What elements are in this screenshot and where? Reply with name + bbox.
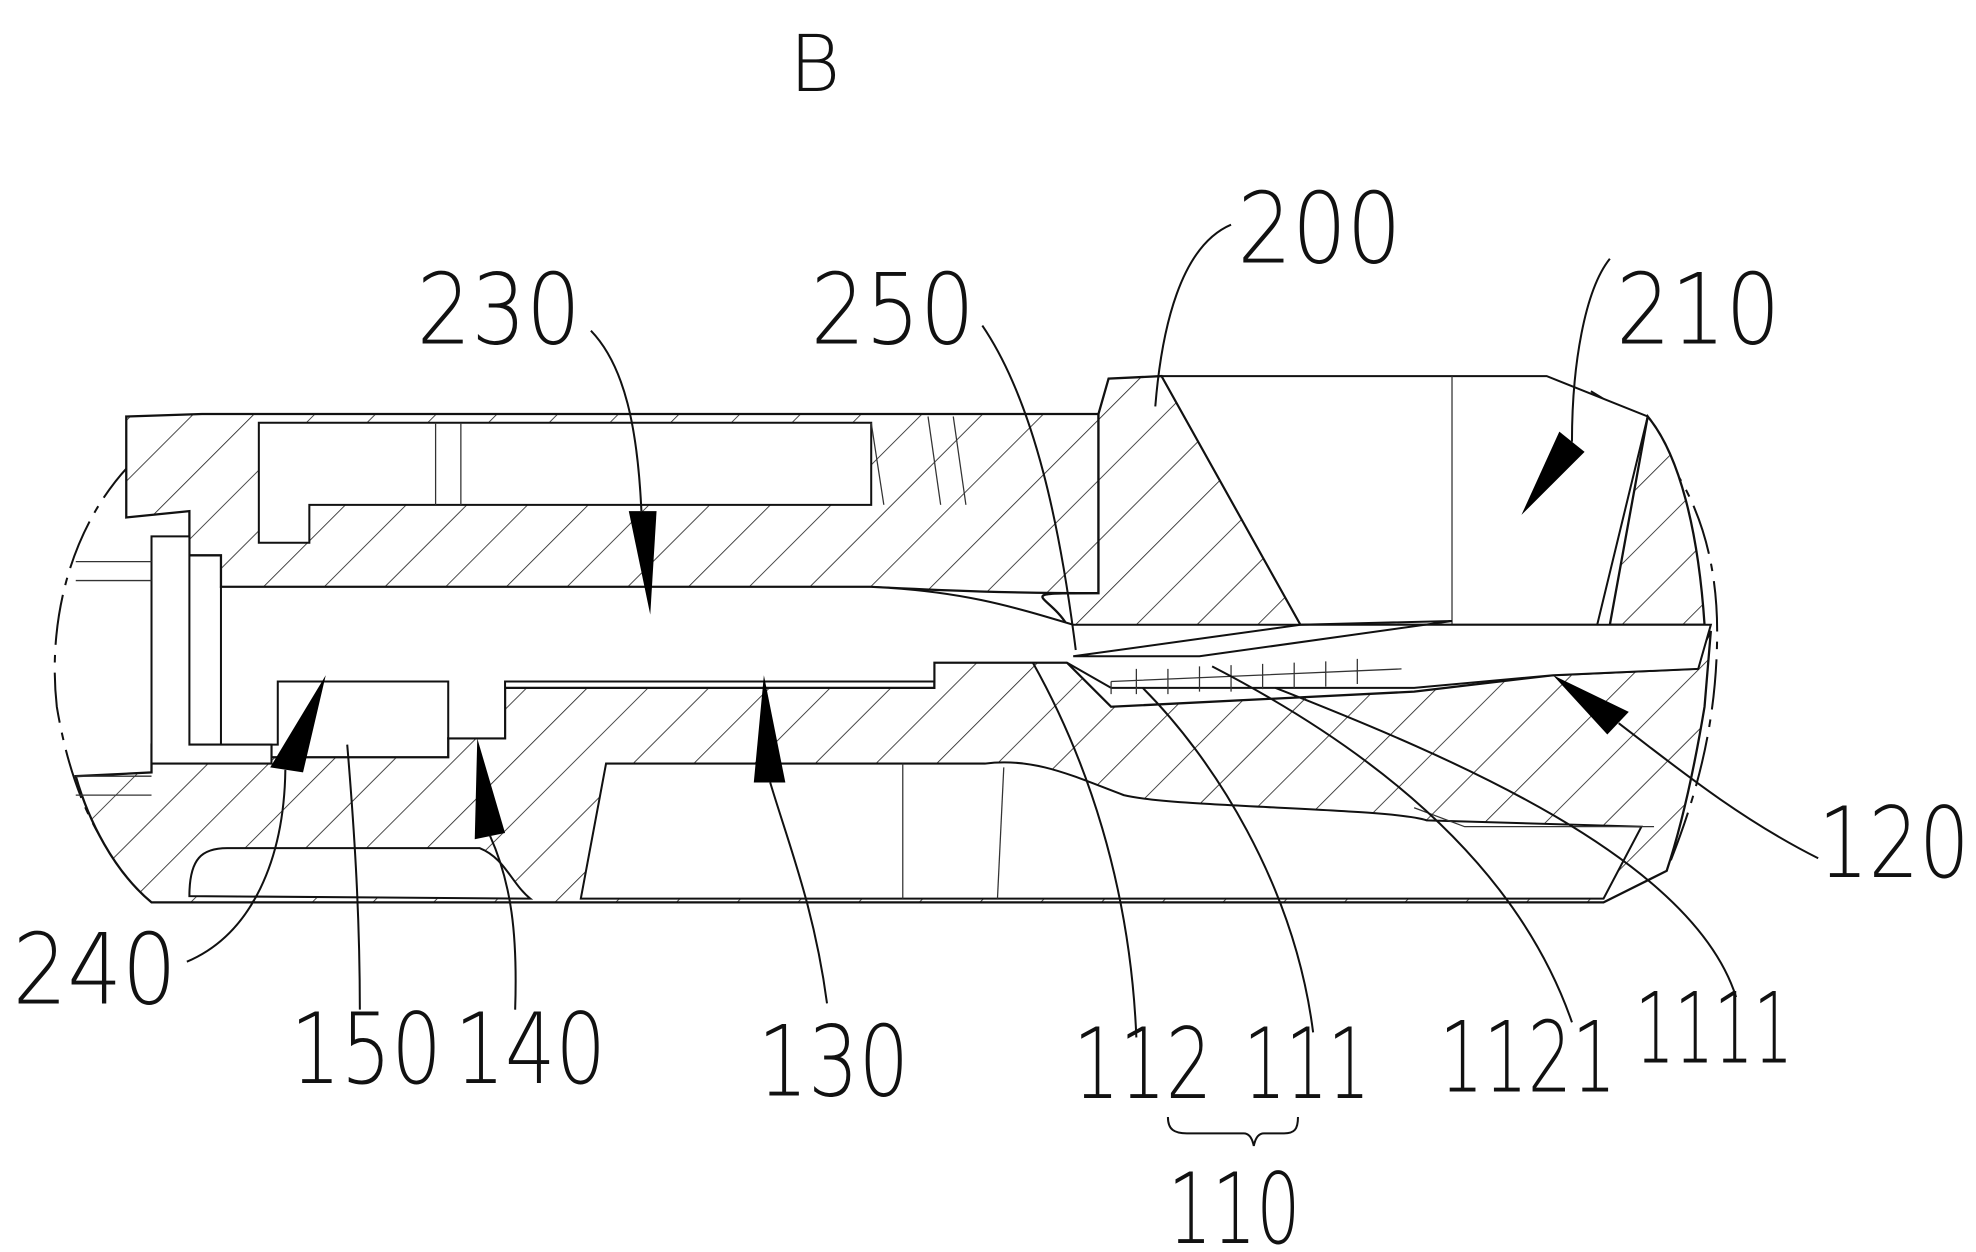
view-label: B (789, 19, 840, 110)
label-210: 210 (1616, 253, 1780, 367)
label-230: 230 (417, 253, 581, 367)
edge-line (76, 562, 152, 795)
label-240: 240 (13, 913, 177, 1027)
label-140: 140 (455, 993, 607, 1107)
lower-recess (189, 848, 530, 898)
label-130: 130 (758, 1006, 910, 1120)
label-1111: 1111 (1635, 973, 1793, 1087)
label-1121: 1121 (1439, 1002, 1616, 1116)
label-200: 200 (1237, 173, 1401, 287)
label-112: 112 (1073, 1008, 1212, 1122)
label-110: 110 (1168, 1153, 1301, 1252)
label-150: 150 (290, 993, 442, 1107)
label-250: 250 (811, 253, 975, 367)
label-120: 120 (1818, 787, 1970, 901)
label-111: 111 (1244, 1008, 1370, 1122)
